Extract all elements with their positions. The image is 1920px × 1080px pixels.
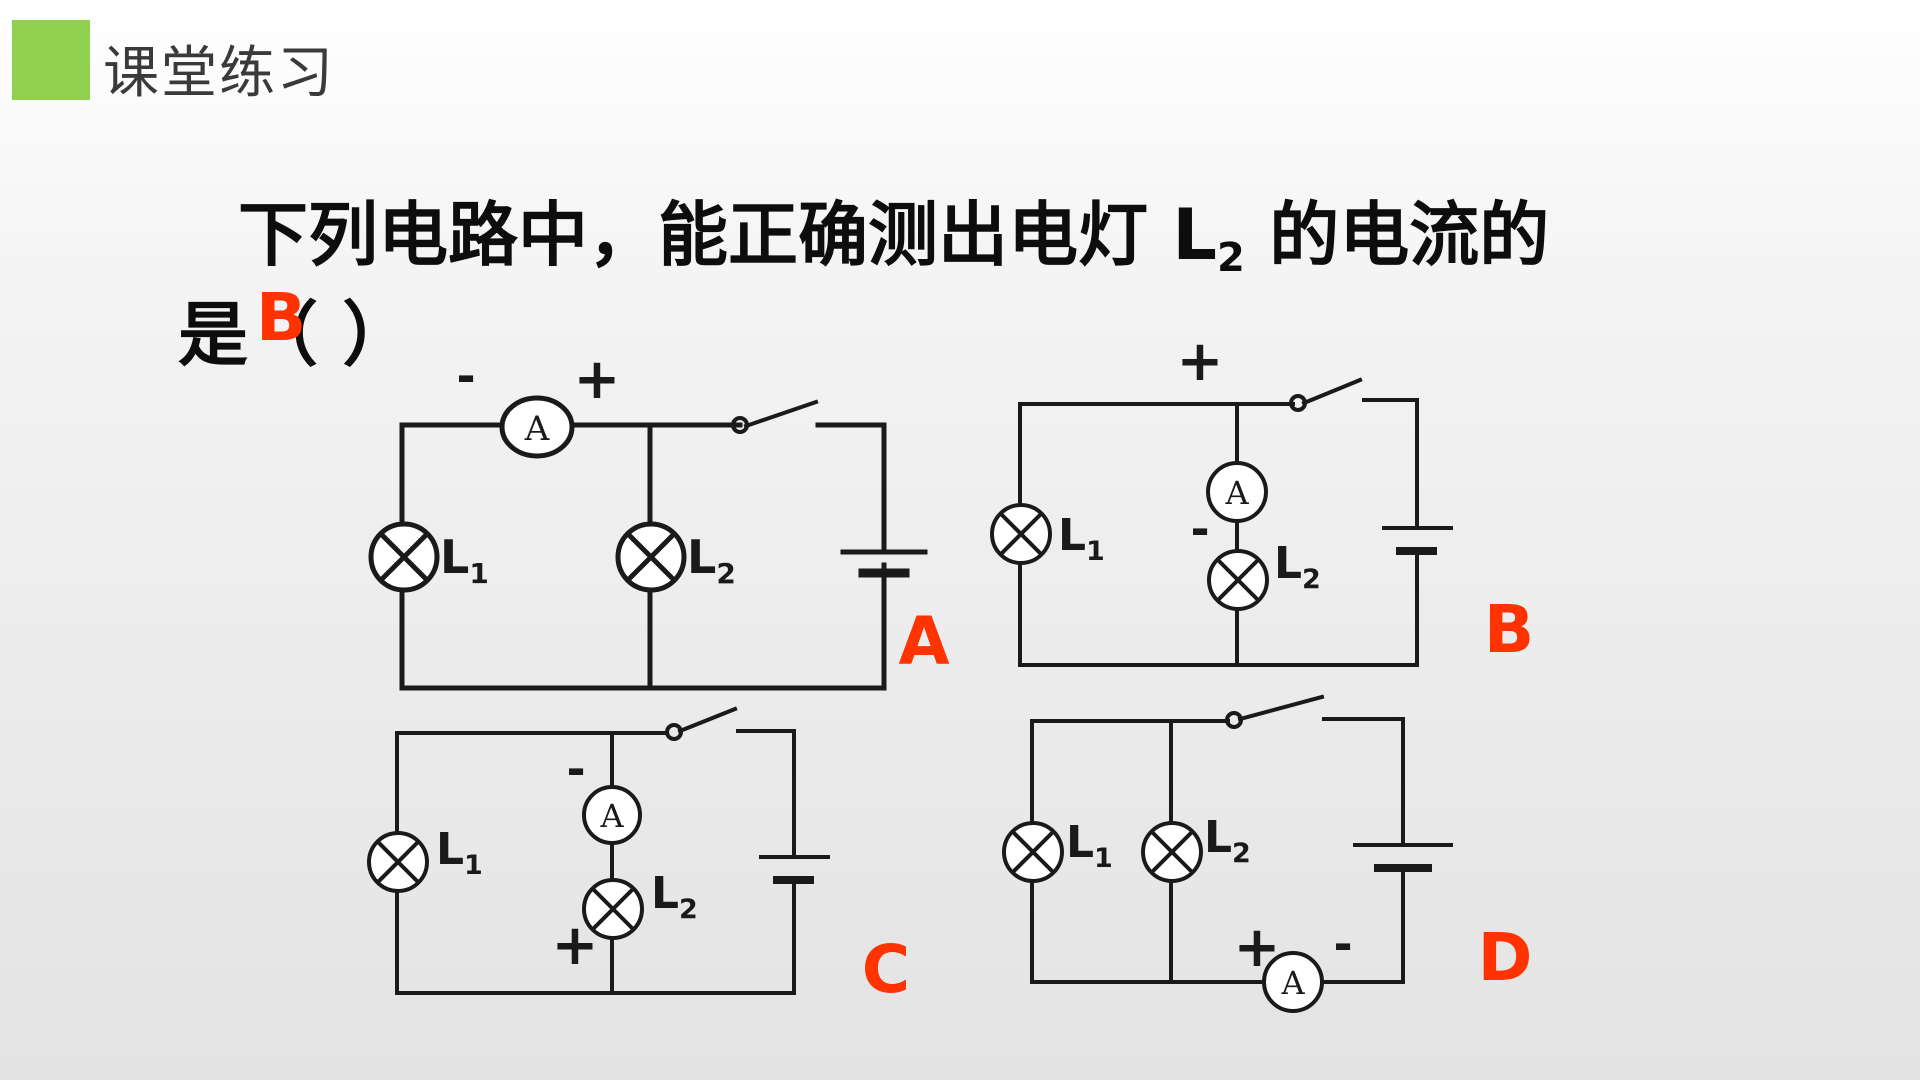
minus-terminal-label: - bbox=[1190, 502, 1209, 556]
lamp-label-l2: L2 bbox=[651, 868, 698, 925]
circuit-d: L1 L2 + - A D bbox=[1002, 694, 1533, 1013]
option-label-a: A bbox=[898, 603, 949, 680]
ammeter-letter: A bbox=[524, 409, 550, 449]
section-title: 课堂练习 bbox=[103, 41, 335, 106]
question-line-1: 下列电路中，能正确测出电灯 L2 的电流的 bbox=[238, 200, 1549, 278]
lamp-label-l2: L2 bbox=[1274, 538, 1321, 595]
ammeter-letter: A bbox=[1224, 474, 1249, 512]
lamp-l2 bbox=[1141, 821, 1203, 883]
lamp-label-l1: L1 bbox=[1058, 510, 1105, 567]
lamp-l1 bbox=[1002, 821, 1064, 883]
lamp-l2 bbox=[582, 878, 644, 940]
lamp-l2 bbox=[615, 521, 687, 593]
ammeter-d: A bbox=[1262, 951, 1324, 1013]
ammeter-letter: A bbox=[599, 797, 624, 835]
switch-pivot bbox=[1289, 394, 1307, 412]
question-subscript: 2 bbox=[1216, 235, 1245, 281]
option-label-b: B bbox=[1484, 591, 1534, 668]
circuit-b: + A - L1 L2 B bbox=[990, 329, 1534, 668]
ammeter-b: A bbox=[1206, 461, 1268, 523]
lamp-label-l2: L2 bbox=[687, 530, 736, 590]
minus-terminal-label: - bbox=[566, 742, 585, 796]
ammeter-letter: A bbox=[1280, 964, 1305, 1002]
question-text-part-2: 的电流的 bbox=[1244, 194, 1550, 276]
switch-pivot bbox=[731, 416, 749, 434]
ammeter-a: A bbox=[499, 395, 575, 459]
header-accent-square bbox=[12, 20, 90, 100]
minus-terminal-label: - bbox=[456, 349, 475, 403]
answer-text: B bbox=[256, 279, 307, 356]
circuit-c: - A L1 L2 + C bbox=[367, 706, 910, 1008]
option-label-c: C bbox=[862, 931, 910, 1008]
lamp-label-l1: L1 bbox=[1066, 817, 1113, 874]
lamp-l1 bbox=[990, 503, 1052, 565]
lamp-label-l2: L2 bbox=[1204, 812, 1251, 869]
lamp-label-l1: L1 bbox=[440, 530, 489, 590]
minus-terminal-label: - bbox=[1333, 917, 1352, 971]
lamp-l1 bbox=[367, 831, 429, 893]
ammeter-c: A bbox=[582, 785, 642, 845]
question-text-part-1: 下列电路中，能正确测出电灯 L bbox=[238, 194, 1217, 276]
circuit-d-wires bbox=[1030, 694, 1405, 984]
plus-terminal-label: + bbox=[552, 913, 599, 978]
switch-pivot bbox=[1225, 711, 1243, 729]
question-line-2: 是（ ） bbox=[178, 294, 413, 376]
plus-terminal-label: + bbox=[574, 347, 621, 412]
switch-pivot bbox=[665, 723, 683, 741]
lamp-l1 bbox=[368, 521, 440, 593]
plus-terminal-label: + bbox=[1177, 329, 1224, 394]
circuit-a: A - + L1 L2 A bbox=[368, 347, 950, 691]
lamp-l2 bbox=[1207, 549, 1269, 611]
option-label-d: D bbox=[1478, 919, 1533, 996]
lamp-label-l1: L1 bbox=[436, 824, 483, 881]
